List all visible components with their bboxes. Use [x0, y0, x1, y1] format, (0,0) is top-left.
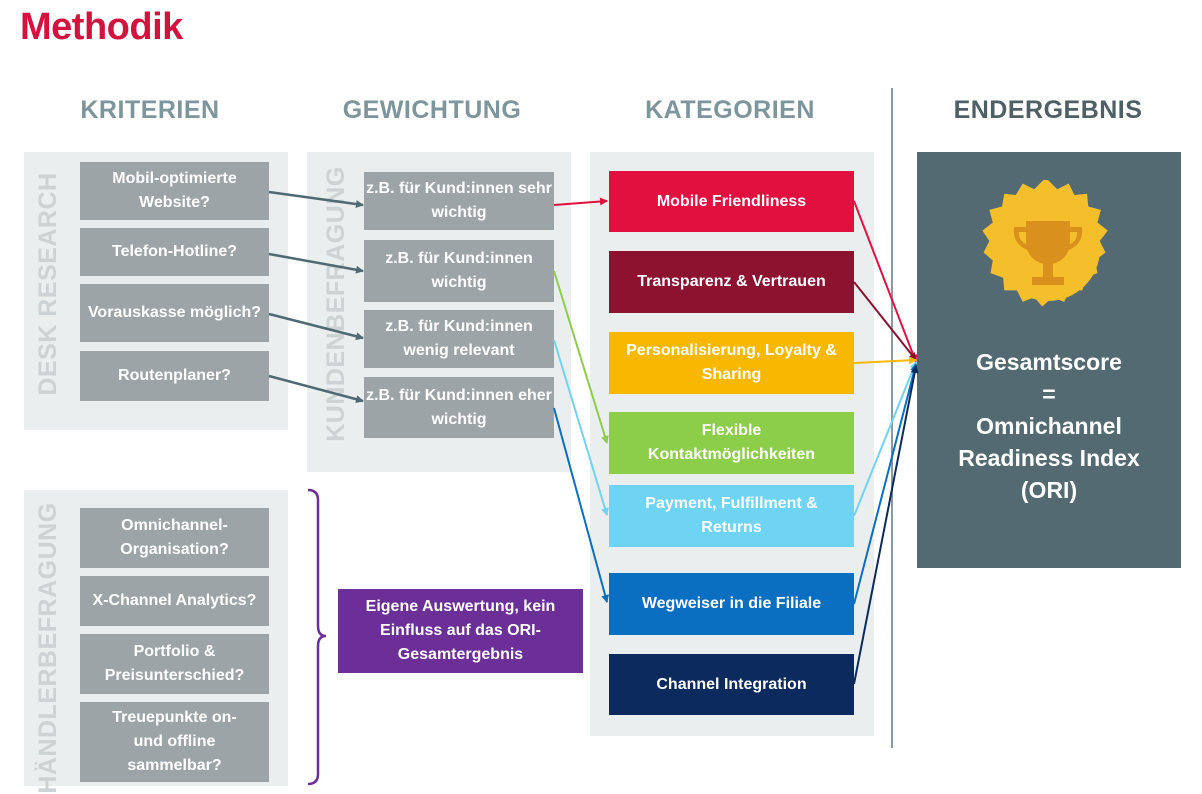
category-wegweiser: Wegweiser in die Filiale: [609, 573, 854, 635]
category-payment: Payment, Fulfillment & Returns: [609, 485, 854, 547]
result-equals: =: [1042, 381, 1056, 407]
criterion-treuepunkte: Treuepunkte on- und offline sammelbar?: [80, 702, 269, 782]
connector-weight-1: [553, 197, 608, 206]
connector-cat-1: [853, 200, 918, 363]
connector-criterion-1: [268, 190, 364, 209]
result-gesamtscore: Gesamtscore: [976, 349, 1122, 375]
weight-wichtig: z.B. für Kund:innen wichtig: [364, 240, 554, 302]
column-divider: [891, 88, 893, 748]
category-channel-integration: Channel Integration: [609, 654, 854, 715]
criterion-portfolio: Portfolio & Preisunterschied?: [80, 634, 269, 694]
connector-cat-5: [853, 361, 918, 517]
connector-cat-6: [853, 363, 919, 605]
connector-criterion-2: [268, 252, 364, 274]
category-kontaktmoeglichkeiten: Flexible Kontaktmöglichkeiten: [609, 412, 854, 474]
criterion-mobile-website: Mobil-optimierte Website?: [80, 162, 269, 220]
result-omnichannel: Omnichannel: [976, 413, 1122, 439]
haendler-bracket: [307, 488, 327, 786]
connector-cat-2: [853, 281, 917, 361]
connector-cat-3: [853, 356, 917, 365]
weight-wenig-relevant: z.B. für Kund:innen wenig relevant: [364, 310, 554, 368]
category-mobile-friendliness: Mobile Friendliness: [609, 171, 854, 232]
result-readiness-index: Readiness Index: [958, 445, 1140, 471]
category-transparenz: Transparenz & Vertrauen: [609, 251, 854, 313]
column-header-gewichtung: GEWICHTUNG: [342, 96, 522, 124]
connector-criterion-3: [268, 312, 364, 341]
criterion-xchannel-analytics: X-Channel Analytics?: [80, 576, 269, 626]
column-header-endergebnis: ENDERGEBNIS: [953, 96, 1143, 124]
category-personalisierung: Personalisierung, Loyalty & Sharing: [609, 332, 854, 394]
criterion-routenplaner: Routenplaner?: [80, 351, 269, 401]
result-panel: Gesamtscore = Omnichannel Readiness Inde…: [917, 152, 1181, 568]
criterion-telefon-hotline: Telefon-Hotline?: [80, 228, 269, 276]
weight-eher-wichtig: z.B. für Kund:innen eher wichtig: [364, 377, 554, 438]
connector-weight-4: [553, 407, 610, 603]
connector-criterion-4: [268, 374, 364, 404]
eigene-auswertung-box: Eigene Auswertung, kein Einfluss auf das…: [338, 589, 583, 673]
result-ori: (ORI): [1020, 477, 1078, 503]
page-title: Methodik: [20, 6, 183, 48]
column-header-kategorien: KATEGORIEN: [645, 96, 815, 124]
trophy-icon: [982, 180, 1108, 307]
connector-cat-7: [853, 365, 919, 685]
connector-weight-2: [553, 270, 609, 444]
criterion-omnichannel-organisation: Omnichannel-Organisation?: [80, 508, 269, 568]
column-header-kriterien: KRITERIEN: [80, 96, 220, 124]
connector-weight-3: [553, 339, 609, 516]
criterion-vorauskasse: Vorauskasse möglich?: [80, 284, 269, 342]
weight-sehr-wichtig: z.B. für Kund:innen sehr wichtig: [364, 172, 554, 230]
